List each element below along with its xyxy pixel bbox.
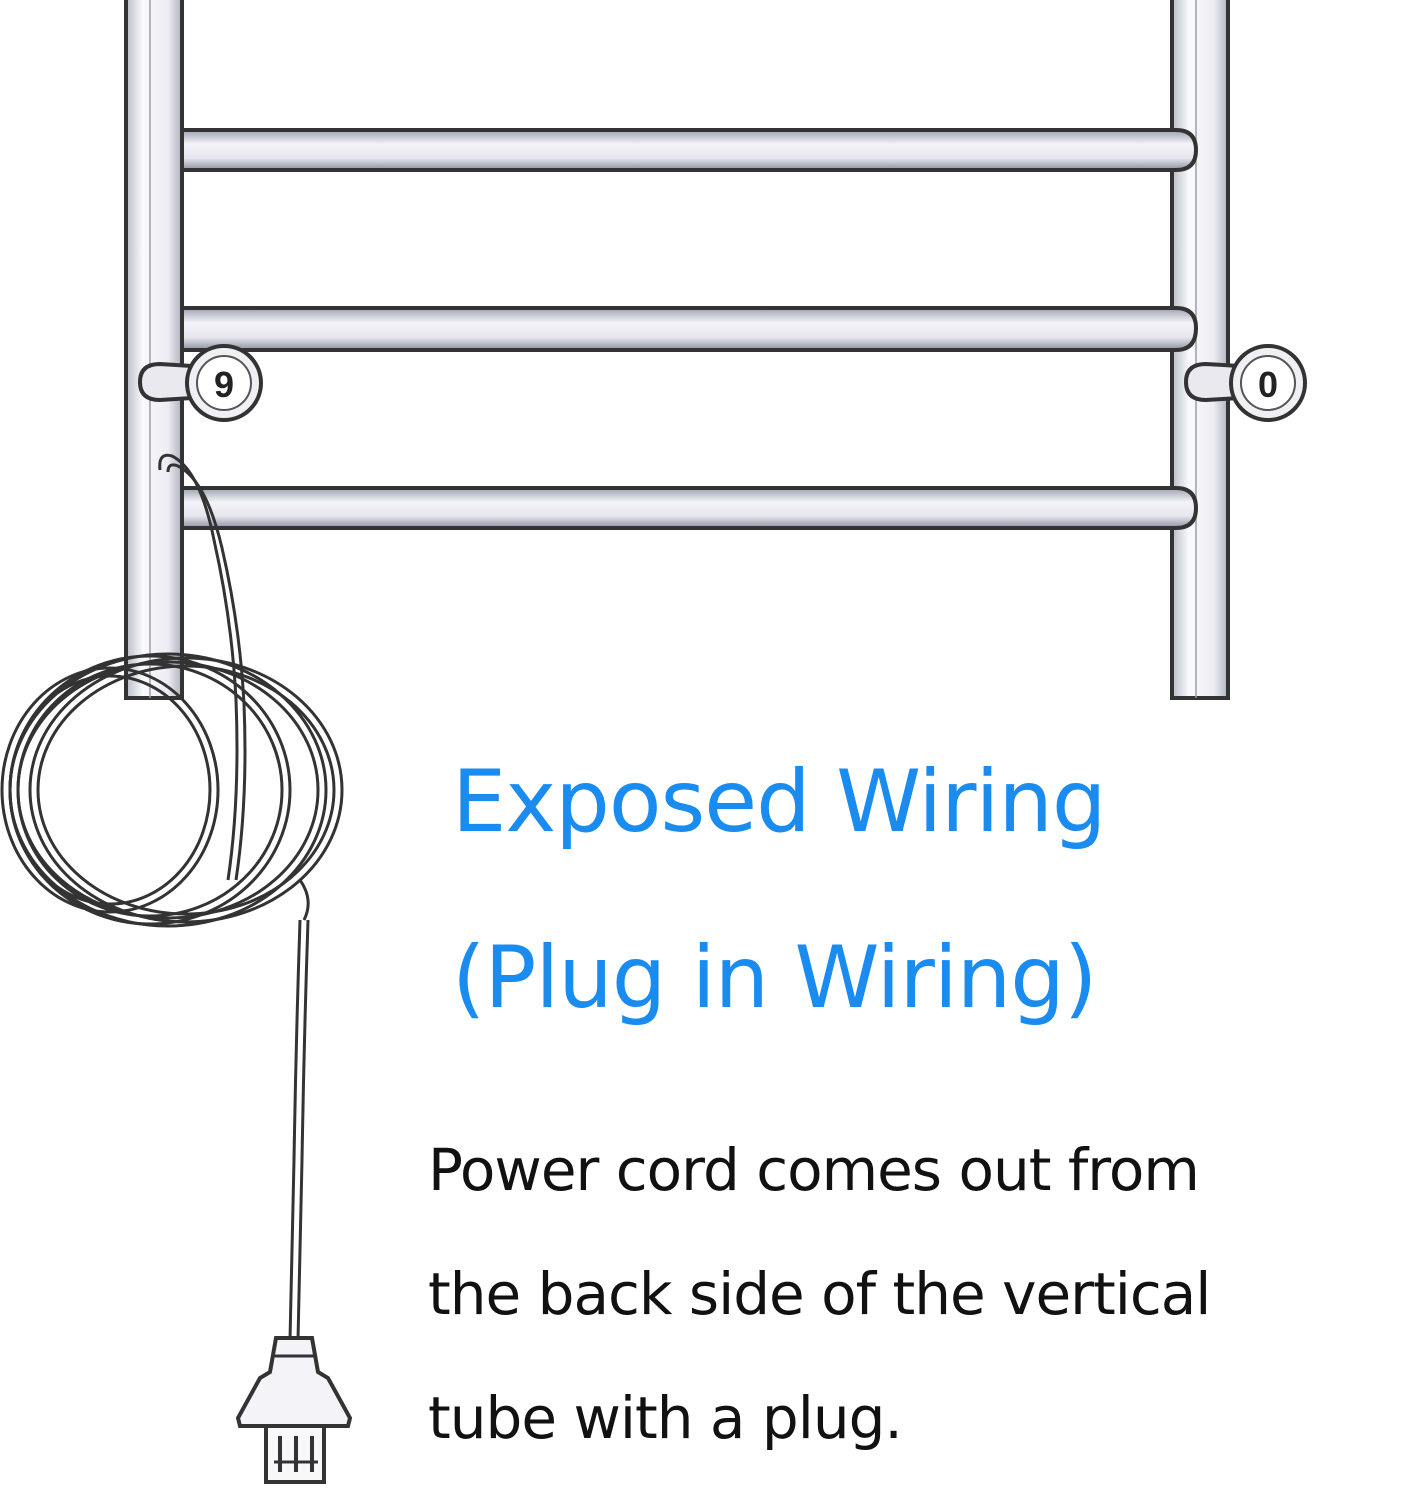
horizontal-bar-1: [180, 128, 1199, 172]
description-line-1: Power cord comes out from: [428, 1136, 1200, 1204]
heading-line-2: (Plug in Wiring): [452, 928, 1097, 1028]
left-knob-label: 9: [214, 364, 234, 405]
right-mounting-knob: 0: [1183, 344, 1307, 422]
horizontal-bar-3: [180, 486, 1199, 530]
description-line-2: the back side of the vertical: [428, 1260, 1211, 1328]
horizontal-bar-2: [180, 306, 1199, 352]
left-vertical-tube: [124, 0, 184, 700]
description-line-3: tube with a plug.: [428, 1384, 903, 1452]
coiled-cable: [0, 652, 344, 928]
description-text: Power cord comes out from the back side …: [428, 1108, 1413, 1480]
power-cord: [158, 453, 310, 1341]
left-mounting-knob: 9: [137, 344, 263, 422]
heading-line-1: Exposed Wiring: [452, 752, 1106, 852]
right-knob-label: 0: [1258, 364, 1278, 405]
power-plug-icon: [235, 1336, 353, 1484]
